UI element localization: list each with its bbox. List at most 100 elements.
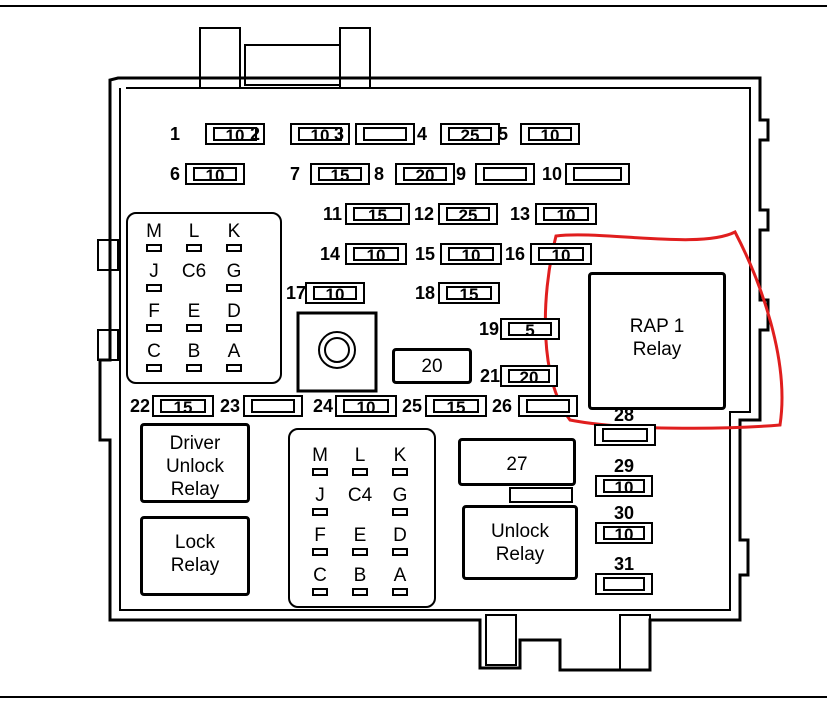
driver-unlock-relay: Driver Unlock Relay [140, 423, 250, 503]
fuse-10 [565, 163, 630, 185]
c4-pin-label-B: B [353, 565, 367, 586]
fuse-number-6: 6 [170, 164, 181, 184]
connector-c6 [126, 212, 282, 384]
fuse-rating-14: 10 [353, 247, 399, 264]
fuse-number-1: 1 [170, 124, 181, 144]
fuse-number-12: 12 [414, 204, 435, 224]
fuse-rating-16: 10 [538, 247, 584, 264]
fuse-rating-5: 10 [528, 127, 572, 144]
fuse-rating-2: 10 [298, 127, 342, 144]
fuse-number-30: 30 [614, 503, 635, 523]
fuse-number-22: 22 [130, 396, 151, 416]
fuse-2: 10 [290, 123, 350, 145]
fuse-number-13: 13 [510, 204, 531, 224]
c6-pin-F [146, 324, 162, 332]
fuse-13: 10 [535, 203, 597, 225]
fuse-number-16: 16 [505, 244, 526, 264]
c4-pin-label-J: J [315, 485, 325, 506]
fuse-29: 10 [595, 475, 653, 497]
fuse-number-10: 10 [542, 164, 563, 184]
fuse-rating-21: 20 [508, 369, 550, 386]
fuse-17: 10 [305, 282, 365, 304]
fuse-rating-3 [363, 127, 407, 141]
fuse-number-18: 18 [415, 283, 436, 303]
c4-pin-label-A: A [393, 565, 407, 586]
fuse-4: 25 [440, 123, 500, 145]
fuse-number-26: 26 [492, 396, 513, 416]
fuse-8: 20 [395, 163, 455, 185]
fuse-rating-28 [602, 428, 648, 442]
fuse-number-24: 24 [313, 396, 334, 416]
fuse-31 [595, 573, 653, 595]
fuse-rating-9 [483, 167, 527, 181]
fuse-27-block: 27 [458, 438, 576, 486]
fuse-number-31: 31 [614, 554, 635, 574]
c6-pin-M [146, 244, 162, 252]
fuse-15: 10 [440, 243, 502, 265]
c6-pin-label-A: A [227, 341, 241, 362]
fuse-20-block: 20 [392, 348, 472, 384]
fuse-number-11: 11 [323, 204, 343, 224]
c6-pin-A [226, 364, 242, 372]
connector-c4 [288, 428, 436, 608]
c6-pin-D [226, 324, 242, 332]
c6-pin-label-B: B [187, 341, 201, 362]
fuse-23 [243, 395, 303, 417]
c4-pin-label-C4: C4 [347, 485, 373, 506]
fuse-rating-1: 10 [213, 127, 257, 144]
fuse-20-label: 20 [421, 356, 443, 377]
c6-pin-label-G: G [226, 261, 242, 282]
fuse-rating-15: 10 [448, 247, 494, 264]
c4-pin-label-F: F [314, 525, 326, 546]
fuse-number-3: 3 [334, 124, 345, 144]
fuse-rating-18: 15 [446, 286, 492, 303]
unlock-relay: Unlock Relay [462, 505, 578, 580]
fuse-rating-24: 10 [343, 399, 389, 416]
fuse-number-21: 21 [480, 366, 501, 386]
fuse-rating-4: 25 [448, 127, 492, 144]
fuse-number-29: 29 [614, 456, 635, 476]
fuse-number-15: 15 [415, 244, 436, 264]
c4-pin-F [312, 548, 328, 556]
fuse-rating-29: 10 [603, 479, 645, 496]
c4-pin-J [312, 508, 328, 516]
fuse-3 [355, 123, 415, 145]
c4-pin-M [312, 468, 328, 476]
fuse-28 [594, 424, 656, 446]
rap1-relay: RAP 1 Relay [588, 272, 726, 410]
c6-pin-J [146, 284, 162, 292]
c4-pin-label-G: G [392, 485, 408, 506]
c6-pin-label-C: C [147, 341, 161, 362]
fuse-11: 15 [345, 203, 410, 225]
c4-pin-D [392, 548, 408, 556]
c6-pin-label-E: E [187, 301, 201, 322]
c4-pin-label-K: K [393, 445, 407, 466]
fuse-rating-12: 25 [446, 207, 490, 224]
c4-pin-A [392, 588, 408, 596]
c6-pin-label-C6: C6 [181, 261, 207, 282]
c4-pin-G [392, 508, 408, 516]
fuse-rating-19: 5 [508, 322, 552, 339]
fuse-rating-6: 10 [193, 167, 237, 184]
fuse-25: 15 [425, 395, 487, 417]
fuse-number-23: 23 [220, 396, 241, 416]
fuse-rating-26 [526, 399, 570, 413]
fuse-22: 15 [152, 395, 214, 417]
fuse-number-19: 19 [479, 319, 500, 339]
fuse-24: 10 [335, 395, 397, 417]
c4-pin-L [352, 468, 368, 476]
c6-pin-C [146, 364, 162, 372]
fuse-6: 10 [185, 163, 245, 185]
fuse-number-4: 4 [417, 124, 428, 144]
c4-pin-label-L: L [354, 445, 366, 466]
fuse-number-25: 25 [402, 396, 423, 416]
fuse-number-7: 7 [290, 164, 301, 184]
c6-pin-label-K: K [227, 221, 241, 242]
c6-pin-label-L: L [188, 221, 200, 242]
c4-pin-label-E: E [353, 525, 367, 546]
fuse-5: 10 [520, 123, 580, 145]
c6-pin-label-F: F [148, 301, 160, 322]
c6-pin-label-J: J [149, 261, 159, 282]
driver-unlock-relay-label: Driver Unlock Relay [165, 433, 225, 500]
